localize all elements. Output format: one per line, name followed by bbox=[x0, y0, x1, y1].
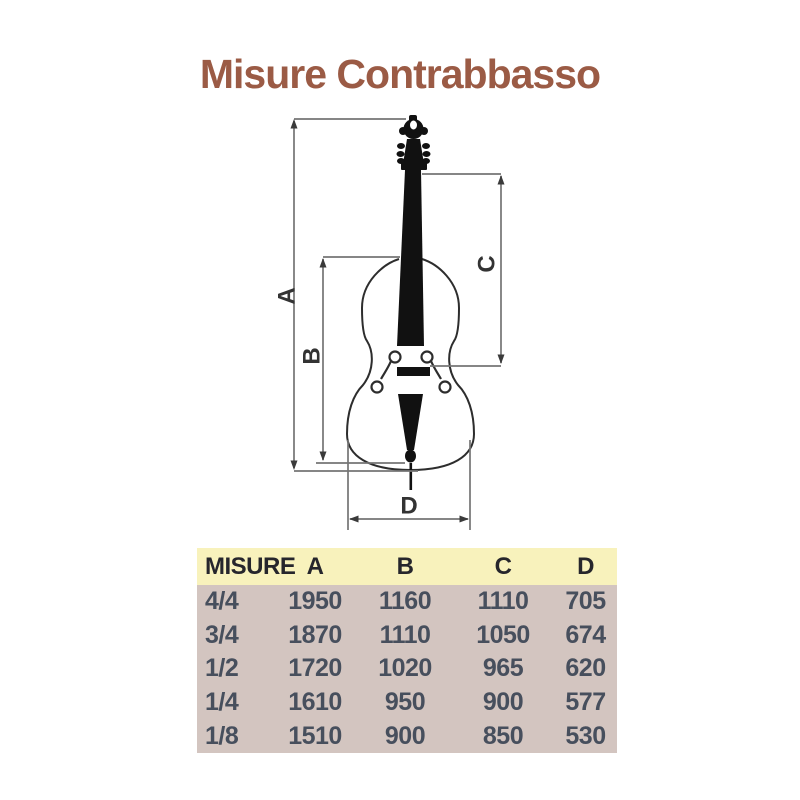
size-cell: 1/4 bbox=[205, 688, 239, 717]
header-cell-d: D bbox=[577, 552, 594, 580]
dimension-a: A bbox=[274, 118, 418, 472]
page-title: Misure Contrabbasso bbox=[199, 51, 601, 97]
nut bbox=[401, 162, 427, 170]
dimension-d: D bbox=[347, 440, 471, 530]
dimension-b: B bbox=[299, 256, 405, 464]
table-header: MISURE A B C D bbox=[197, 548, 617, 585]
value-cell: 1950 bbox=[288, 587, 342, 616]
table-row: 1/4 1610 950 900 577 bbox=[197, 685, 617, 720]
value-cell: 705 bbox=[565, 587, 606, 616]
table-row: 1/2 1720 1020 965 620 bbox=[197, 652, 617, 686]
value-cell: 1720 bbox=[288, 654, 342, 683]
dimension-b-label: B bbox=[299, 347, 326, 364]
scroll-icon bbox=[399, 115, 428, 139]
value-cell: 1870 bbox=[288, 620, 342, 649]
size-cell: 1/2 bbox=[205, 654, 239, 683]
dimension-c-label: C bbox=[474, 255, 501, 272]
double-bass-drawing bbox=[345, 115, 476, 490]
contrabbasso-diagram: A B C bbox=[274, 115, 505, 530]
measurements-table: MISURE A B C D 4/4 1950 1160 1110 705 3/4 1870… bbox=[197, 548, 617, 753]
value-cell: 1610 bbox=[288, 688, 342, 717]
header-cell-c: C bbox=[494, 552, 512, 580]
size-cell: 1/8 bbox=[205, 721, 239, 750]
value-cell: 1510 bbox=[288, 721, 342, 750]
table-row: 4/4 1950 1160 1110 705 bbox=[197, 585, 617, 619]
value-cell: 900 bbox=[482, 688, 524, 717]
dimension-c: C bbox=[422, 173, 505, 367]
dimension-d-label: D bbox=[400, 493, 417, 520]
size-cell: 3/4 bbox=[205, 620, 239, 649]
value-cell: 530 bbox=[565, 721, 606, 750]
value-cell: 620 bbox=[565, 654, 606, 683]
value-cell: 1050 bbox=[476, 620, 530, 649]
table-row: 1/8 1510 900 850 530 bbox=[197, 719, 617, 753]
table-header-row: MISURE A B C D bbox=[197, 548, 617, 585]
pegbox bbox=[396, 139, 431, 164]
value-cell: 900 bbox=[384, 721, 426, 750]
tailpiece bbox=[398, 394, 423, 490]
header-cell-a: A bbox=[306, 552, 324, 580]
f-hole-right bbox=[420, 350, 452, 394]
size-cell: 4/4 bbox=[205, 587, 239, 616]
value-cell: 1160 bbox=[378, 587, 432, 616]
value-cell: 965 bbox=[482, 654, 524, 683]
value-cell: 1020 bbox=[378, 654, 432, 683]
header-cell-b: B bbox=[396, 552, 414, 580]
table-row: 3/4 1870 1110 1050 674 bbox=[197, 618, 617, 653]
value-cell: 577 bbox=[565, 688, 606, 717]
bridge bbox=[397, 367, 430, 376]
fingerboard bbox=[397, 170, 424, 346]
f-hole-left bbox=[370, 350, 402, 394]
value-cell: 1110 bbox=[477, 587, 529, 616]
header-cell-misure: MISURE bbox=[205, 552, 296, 580]
value-cell: 850 bbox=[482, 721, 524, 750]
value-cell: 950 bbox=[384, 688, 426, 717]
dimension-a-label: A bbox=[274, 287, 301, 304]
value-cell: 1110 bbox=[379, 620, 431, 649]
value-cell: 674 bbox=[565, 620, 606, 649]
dimension-lines: A B C bbox=[274, 118, 505, 530]
